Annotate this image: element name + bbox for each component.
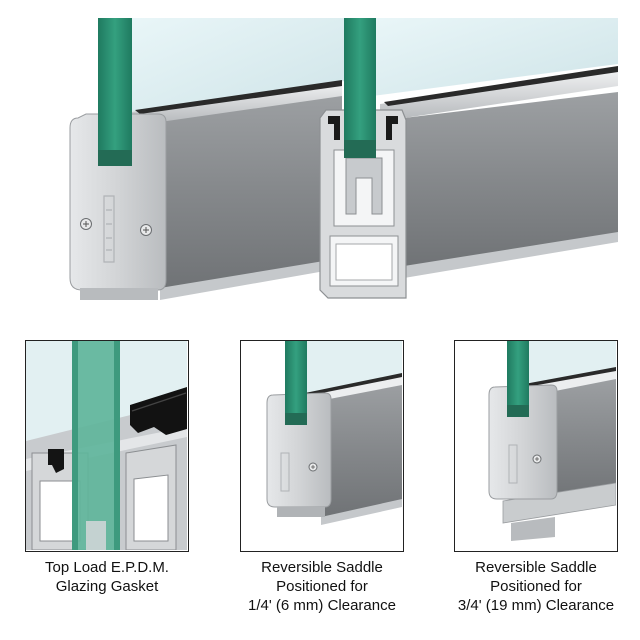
quarter-inch-saddle-illustration	[241, 341, 402, 550]
caption-gasket: Top Load E.P.D.M. Glazing Gasket	[7, 558, 207, 596]
caption-three-quarter-inch-saddle: Reversible Saddle Positioned for 3/4' (1…	[436, 558, 636, 615]
screw-icon	[80, 218, 92, 230]
caption-line: Reversible Saddle	[475, 559, 597, 576]
three-quarter-inch-saddle-illustration	[455, 341, 616, 550]
screw-icon	[308, 462, 318, 472]
caption-line: Reversible Saddle	[261, 559, 383, 576]
left-base-shoe	[69, 18, 352, 300]
gasket-detail-panel	[25, 340, 189, 552]
base-shoe-hero-illustration	[69, 18, 618, 300]
right-base-shoe	[319, 18, 618, 299]
caption-line: Positioned for	[276, 578, 368, 595]
three-quarter-inch-saddle-panel	[454, 340, 618, 552]
caption-line: Positioned for	[490, 578, 582, 595]
screw-icon	[532, 454, 542, 464]
caption-line: Glazing Gasket	[55, 578, 159, 595]
epdm-gasket	[130, 387, 187, 435]
caption-line: Top Load E.P.D.M.	[45, 559, 169, 576]
caption-quarter-inch-saddle: Reversible Saddle Positioned for 1/4' (6…	[222, 558, 422, 615]
gasket-detail-illustration	[26, 341, 187, 550]
caption-line: 3/4' (19 mm) Clearance	[457, 597, 615, 614]
screw-icon	[140, 224, 152, 236]
caption-line: 1/4' (6 mm) Clearance	[248, 597, 396, 614]
quarter-inch-saddle-panel	[240, 340, 404, 552]
